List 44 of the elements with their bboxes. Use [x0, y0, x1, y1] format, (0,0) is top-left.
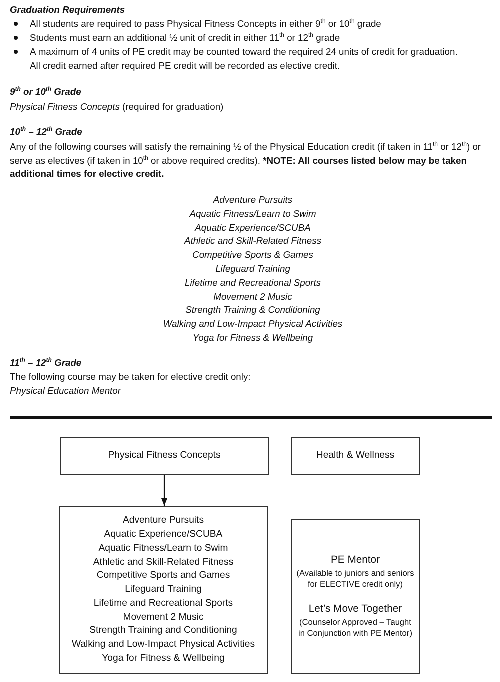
section-heading: Graduation Requirements: [10, 3, 126, 17]
course-name: Physical Fitness Concepts: [107, 449, 222, 463]
course-name: Strength Training & Conditioning: [184, 303, 322, 317]
course-name: Movement 2 Music: [212, 290, 294, 304]
course-box: [291, 519, 420, 674]
course-name: Aquatic Experience/SCUBA: [194, 220, 312, 234]
course-name: Lifeguard Training: [214, 262, 292, 276]
grade-heading: 11$^{th}$ – 12$^{th}$ Grade: [10, 356, 83, 370]
course-name: Walking and Low-Impact Physical Activities: [162, 317, 344, 331]
grade-heading: 9$^{th}$ or 10$^{th}$ Grade: [10, 85, 82, 99]
course-box: [291, 437, 420, 475]
course-name: Walking and Low-Impact Physical Activities: [70, 638, 256, 652]
course-name: Strength Training and Conditioning: [88, 624, 238, 638]
course-note: (Counselor Approved – Taught in Conjunction with PE Mentor): [298, 616, 414, 640]
course-note: (Available to juniors and seniors for ELECTIVE credit only): [296, 568, 416, 590]
course-name: Aquatic Experience/SCUBA: [103, 528, 224, 542]
course-name: Yoga for Fitness & Wellbeing: [101, 652, 226, 666]
course-box: [59, 506, 268, 674]
course-name: Movement 2 Music: [122, 610, 205, 624]
paragraph: Any of the following courses will satisfy the remaining ½ of the Physical Education credit (if taken in 11$^{th}$ or 12$^{th}$) or serve as electives (if taken in 10$^{th}$ or above required credits). *NOTE: All courses listed below may be taken additional times for elective credit.: [10, 140, 482, 181]
course-name: Aquatic Fitness/Learn to Swim: [98, 542, 230, 556]
course-name: Adventure Pursuits: [122, 514, 206, 528]
course-name: Lifetime and Recreational Sports: [184, 276, 322, 290]
course-name: Competitive Sports & Games: [192, 248, 314, 262]
course-name: Health & Wellness: [315, 449, 396, 463]
bullet-text: Students must earn an additional ½ unit of credit in either 11$^{th}$ or 12$^{th}$ grade: [30, 31, 342, 45]
course-name: Aquatic Fitness/Learn to Swim: [188, 206, 318, 220]
arrow: [161, 475, 168, 506]
grade-heading: 10$^{th}$ – 12$^{th}$ Grade: [10, 125, 84, 139]
course-name: Lifeguard Training: [124, 583, 203, 597]
paragraph: The following course may be taken for elective credit only:: [10, 370, 252, 384]
paragraph: Physical Fitness Concepts (required for graduation): [10, 100, 225, 114]
course-name: Athletic and Skill-Related Fitness: [183, 234, 323, 248]
course-name: Physical Education Mentor: [10, 384, 122, 398]
course-name: Athletic and Skill-Related Fitness: [92, 556, 235, 570]
bullet-text: A maximum of 4 units of PE credit may be counted toward the required 24 units of credit for graduation. All credit earned after required PE credit will be recorded as elective credit.: [30, 45, 459, 72]
course-name: Lifetime and Recreational Sports: [92, 596, 234, 611]
course-name: Adventure Pursuits: [212, 193, 294, 207]
course-name: Yoga for Fitness & Wellbeing: [192, 331, 314, 345]
course-name: Let’s Move Together: [308, 602, 404, 616]
bullet-text: All students are required to pass Physical Fitness Concepts in either 9$^{th}$ or 10$^{th}$ grade: [30, 17, 382, 31]
course-box: [60, 437, 269, 475]
course-name: Competitive Sports and Games: [96, 569, 232, 584]
course-name: PE Mentor: [330, 554, 382, 568]
